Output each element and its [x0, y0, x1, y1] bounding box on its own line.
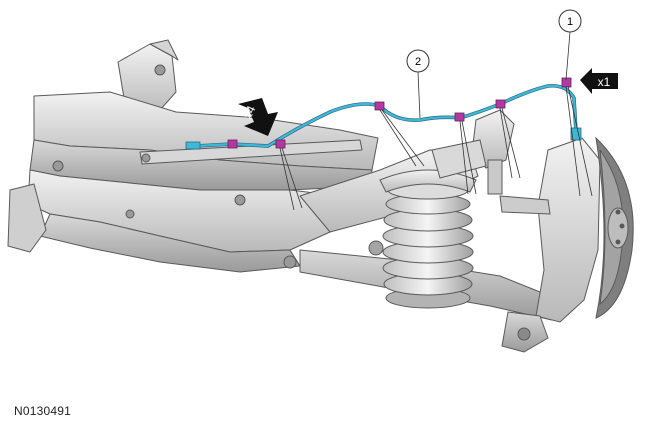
quantity-arrow-x4-label: x4 — [240, 103, 258, 121]
wheel-speed-sensor-harness — [185, 83, 582, 150]
quantity-arrow-x1-label: x1 — [598, 75, 611, 89]
figure-id: N0130491 — [14, 404, 71, 418]
clip-5 — [495, 99, 506, 109]
shock-absorber — [431, 109, 515, 195]
quantity-arrow-x1: x1 — [580, 68, 618, 94]
callout-1-number: 1 — [567, 16, 573, 28]
callout-2-number: 2 — [415, 56, 421, 68]
clip-2 — [275, 139, 286, 149]
wheel-knuckle-hub — [499, 136, 634, 353]
clip-1 — [227, 139, 238, 149]
quantity-arrow-x4: x4 — [238, 98, 278, 136]
clip-6 — [561, 77, 572, 88]
rear-subframe — [7, 39, 561, 321]
clip-4 — [454, 112, 465, 122]
callout-2: 2 — [406, 49, 430, 73]
coil-spring — [379, 169, 477, 309]
clip-3 — [374, 101, 385, 111]
leader-lines — [279, 31, 593, 211]
callout-1: 1 — [558, 9, 582, 33]
